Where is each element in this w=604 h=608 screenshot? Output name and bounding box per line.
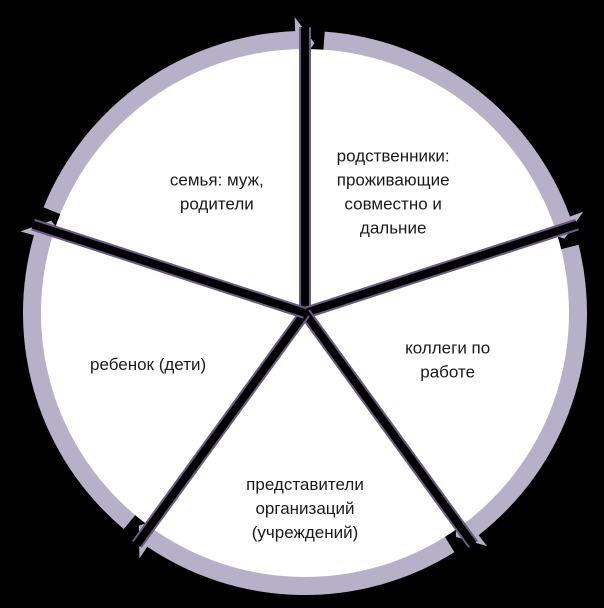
segment-label-3: представители организаций (учреждений) (246, 475, 364, 542)
divider (303, 220, 579, 317)
segment-label-line: коллеги по (405, 338, 490, 357)
segment-label-line: ребенок (дети) (90, 355, 206, 374)
segment-label-line: представители (246, 475, 364, 494)
segment-label-line: проживающие (337, 171, 450, 190)
segment-label-line: (учреждений) (252, 523, 359, 542)
segment-label-line: родители (180, 195, 254, 214)
divider (301, 310, 477, 547)
segment-label-line: родственники: (337, 147, 450, 166)
segment-label-line: совместно и (344, 195, 441, 214)
segment-label-2: коллеги по работе (405, 338, 490, 381)
segment-label-line: дальние (360, 219, 427, 238)
divider (31, 220, 307, 317)
segment-label-line: организаций (255, 499, 354, 518)
cycle-arrow (20, 220, 140, 530)
segment-label-line: работе (420, 362, 475, 381)
segment (149, 313, 461, 578)
dividers (31, 27, 579, 548)
segment-labels: родственники: проживающие совместно и дальн… (90, 147, 490, 542)
divider (133, 310, 309, 547)
cycle-arrow (322, 31, 584, 239)
segment-label-4: ребенок (дети) (90, 355, 206, 374)
segment (40, 231, 305, 527)
segment-label-1: родственники: проживающие совместно и дальн… (337, 147, 450, 238)
segment-label-5: семья: муж, родители (170, 171, 264, 214)
segment (305, 231, 570, 527)
cycle-arrow (138, 515, 455, 595)
segment-label-line: семья: муж, (170, 171, 264, 190)
